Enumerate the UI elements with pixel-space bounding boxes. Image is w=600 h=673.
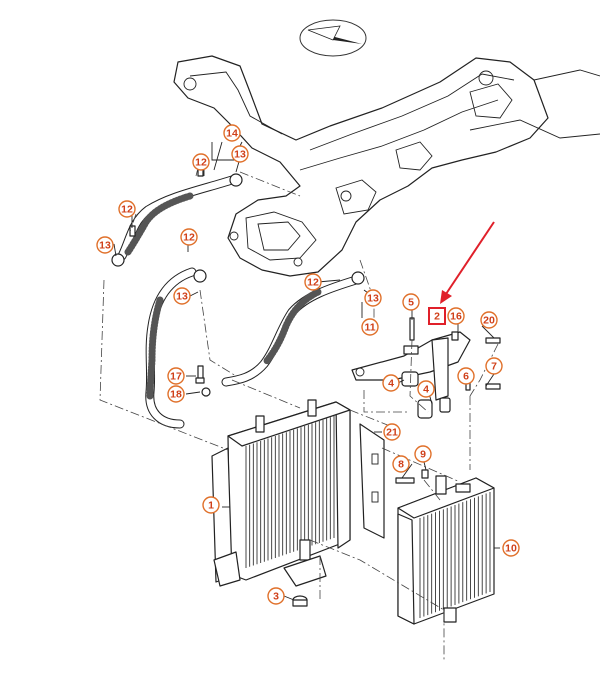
- callout-17: 17: [167, 367, 185, 385]
- callout-marker: [96, 236, 114, 254]
- callout-marker: [383, 423, 401, 441]
- callout-number: 14: [226, 128, 238, 140]
- callout-number: 4: [388, 378, 394, 390]
- callout-marker: [402, 293, 420, 311]
- mounting-bracket: [351, 317, 501, 419]
- hose-clamps: [111, 165, 365, 397]
- callout-marker: [180, 228, 198, 246]
- callout-marker: [361, 318, 379, 336]
- callout-marker: [118, 200, 136, 218]
- callout-number: 7: [491, 361, 497, 373]
- callout-number: 5: [408, 297, 414, 309]
- callout-marker: [392, 455, 410, 473]
- callout-marker: [173, 287, 191, 305]
- callout-marker: [167, 367, 185, 385]
- callout-7: 7: [485, 357, 503, 375]
- callout-1: 1: [202, 496, 220, 514]
- callout-marker: [304, 273, 322, 291]
- callout-18: 18: [167, 385, 185, 403]
- callout-number: 17: [170, 371, 182, 383]
- callout-number: 16: [450, 311, 462, 323]
- subframe: [173, 55, 600, 277]
- red-arrow-icon: [440, 221, 495, 304]
- rubber-grommet: [292, 595, 308, 607]
- callout-6: 6: [457, 367, 475, 385]
- callout-marker: [414, 445, 432, 463]
- callout-12a: 12: [192, 153, 210, 171]
- callout-marker: [502, 539, 520, 557]
- callout-marker: [447, 307, 465, 325]
- callout-number: 18: [170, 389, 182, 401]
- callout-16: 16: [447, 307, 465, 325]
- callout-marker: [417, 380, 435, 398]
- callout-2: 2: [428, 307, 446, 325]
- callout-marker: [202, 496, 220, 514]
- callout-number: 12: [307, 277, 319, 289]
- callout-10: 10: [502, 539, 520, 557]
- callout-number: 6: [463, 371, 469, 383]
- callout-marker: [382, 374, 400, 392]
- callout-marker: [231, 145, 249, 163]
- callout-number: 4: [423, 384, 429, 396]
- radiator-bracket: [359, 423, 385, 539]
- callout-number: 1: [208, 500, 214, 512]
- callout-marker: [428, 307, 446, 325]
- callout-number: 2: [434, 311, 440, 323]
- auxiliary-radiator-right: [397, 475, 495, 625]
- callout-number: 3: [273, 591, 279, 603]
- callout-21: 21: [383, 423, 401, 441]
- callout-marker: [480, 311, 498, 329]
- callout-number: 13: [367, 293, 379, 305]
- callout-3: 3: [267, 587, 285, 605]
- callout-marker: [364, 289, 382, 307]
- auxiliary-radiator-left: [211, 399, 351, 587]
- callout-9: 9: [414, 445, 432, 463]
- callout-number: 13: [234, 149, 246, 161]
- callout-12c: 12: [180, 228, 198, 246]
- callout-marker: [267, 587, 285, 605]
- callout-number: 12: [121, 204, 133, 216]
- coolant-hoses: [117, 175, 361, 429]
- bolts: [195, 377, 429, 484]
- callout-marker: [457, 367, 475, 385]
- callout-number: 10: [505, 543, 517, 555]
- callout-number: 12: [183, 232, 195, 244]
- callout-14: 14: [223, 124, 241, 142]
- callout-5: 5: [402, 293, 420, 311]
- callout-number: 20: [483, 315, 495, 327]
- compass-rose-icon: [299, 19, 367, 57]
- callout-number: 13: [99, 240, 111, 252]
- callout-13d: 13: [364, 289, 382, 307]
- callout-number: 21: [386, 427, 398, 439]
- callout-number: 8: [398, 459, 404, 471]
- callout-8: 8: [392, 455, 410, 473]
- callout-number: 13: [176, 291, 188, 303]
- callout-12d: 12: [304, 273, 322, 291]
- callout-12b: 12: [118, 200, 136, 218]
- callout-number: 11: [364, 322, 375, 334]
- callout-marker: [167, 385, 185, 403]
- callout-13b: 13: [96, 236, 114, 254]
- callout-20: 20: [480, 311, 498, 329]
- callout-13a: 13: [231, 145, 249, 163]
- callout-11: 11: [361, 318, 379, 336]
- callout-marker: [485, 357, 503, 375]
- callout-4b: 4: [417, 380, 435, 398]
- callout-number: 12: [195, 157, 207, 169]
- callout-marker: [223, 124, 241, 142]
- callout-number: 9: [420, 449, 426, 461]
- callout-marker: [192, 153, 210, 171]
- callout-4a: 4: [382, 374, 400, 392]
- callout-13c: 13: [173, 287, 191, 305]
